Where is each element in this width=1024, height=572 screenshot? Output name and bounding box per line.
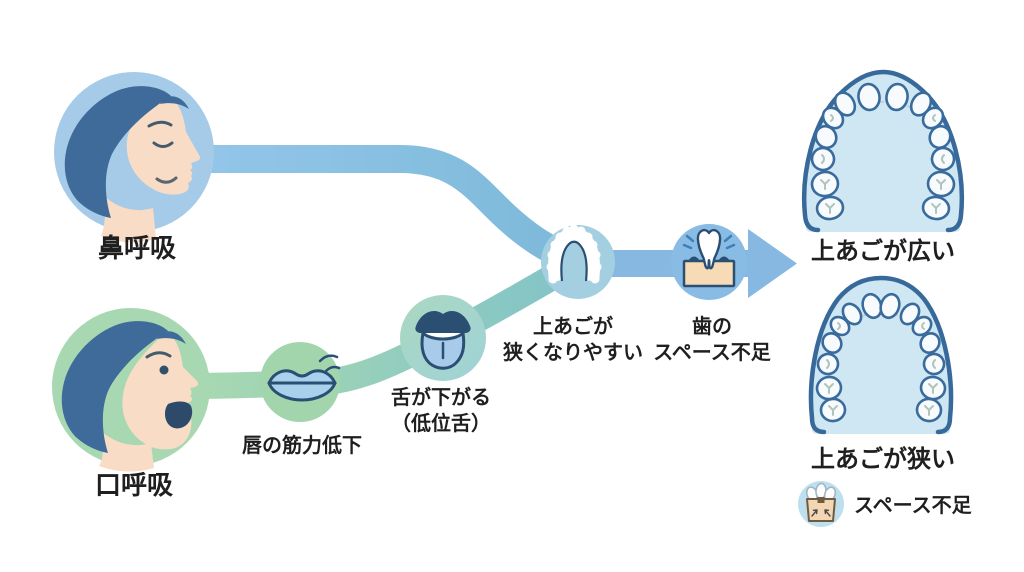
lip-weakness-text: 唇の筋力低下 bbox=[242, 435, 362, 457]
molar-grooves bbox=[824, 322, 938, 416]
gum-bump-left bbox=[688, 256, 700, 261]
hair bbox=[61, 321, 168, 453]
legend-space-shortage-text: スペース不足 bbox=[854, 495, 972, 517]
hair-fringe bbox=[160, 96, 189, 109]
low-tongue-line1: 舌が下がる bbox=[391, 387, 491, 409]
lips-icon bbox=[267, 354, 341, 402]
tooth-space-line1: 歯の bbox=[691, 316, 732, 338]
label-wide-jaw: 上あごが広い bbox=[811, 236, 955, 267]
arch-outline bbox=[808, 275, 954, 435]
mouth-breathing-text: 口呼吸 bbox=[94, 470, 174, 500]
flow-path-mouth bbox=[189, 250, 585, 399]
motion-mark-1 bbox=[318, 354, 339, 363]
tooth bbox=[696, 229, 722, 270]
legend-arrows bbox=[811, 509, 831, 517]
motion-mark-2 bbox=[324, 365, 341, 373]
open-mouth bbox=[164, 401, 193, 429]
teeth bbox=[815, 292, 947, 423]
flow-path-nose bbox=[200, 145, 584, 275]
neck bbox=[99, 432, 154, 472]
arch-band bbox=[548, 227, 600, 282]
nose-breathing-face-icon bbox=[54, 72, 214, 243]
label-narrow-tendency: 上あごが 狭くなりやすい bbox=[503, 314, 643, 366]
tooth-space-icon bbox=[682, 229, 736, 288]
closed-eye bbox=[152, 141, 174, 148]
label-low-tongue: 舌が下がる （低位舌） bbox=[391, 385, 491, 437]
narrow-tendency-line2: 狭くなりやすい bbox=[503, 342, 643, 364]
narrow-arch-icon bbox=[546, 224, 602, 284]
legend-box bbox=[806, 498, 836, 522]
round-eye bbox=[159, 365, 169, 375]
lower-lip bbox=[267, 381, 337, 402]
neck bbox=[101, 196, 156, 243]
label-narrow-jaw: 上あごが狭い bbox=[811, 444, 955, 475]
hair-fringe bbox=[157, 331, 186, 344]
label-lip-weakness: 唇の筋力低下 bbox=[242, 433, 362, 459]
upper-lip bbox=[267, 369, 337, 385]
gum-bump-right bbox=[718, 256, 730, 261]
narrow-tendency-line1: 上あごが bbox=[533, 316, 613, 338]
arch-inner-outline bbox=[560, 240, 588, 282]
narrow-jaw-arch-icon bbox=[808, 275, 954, 435]
low-tongue-line2: （低位舌） bbox=[391, 413, 491, 435]
tongue-icon bbox=[415, 311, 471, 370]
legend-crowding-icon bbox=[798, 481, 844, 527]
tooth-space-line2: スペース不足 bbox=[653, 342, 771, 364]
nose-breathing-text: 鼻呼吸 bbox=[97, 233, 177, 263]
upper-lip bbox=[415, 311, 471, 333]
label-nose-breathing: 鼻呼吸 bbox=[98, 232, 176, 266]
wide-jaw-arch-icon bbox=[802, 69, 964, 233]
mouth-breathing-face-icon bbox=[52, 308, 210, 472]
legend-box-slot bbox=[817, 497, 825, 503]
wide-jaw-text: 上あごが広い bbox=[811, 238, 955, 265]
smile bbox=[155, 176, 178, 184]
eyebrow bbox=[147, 120, 173, 128]
label-mouth-breathing: 口呼吸 bbox=[95, 469, 173, 503]
hair bbox=[64, 86, 171, 219]
narrow-jaw-text: 上あごが狭い bbox=[811, 446, 955, 473]
label-tooth-space: 歯の スペース不足 bbox=[653, 314, 771, 366]
raised-eyebrow bbox=[145, 351, 172, 359]
molar-grooves bbox=[820, 114, 946, 214]
stress-marks bbox=[682, 234, 736, 250]
label-legend-space-shortage: スペース不足 bbox=[854, 494, 972, 518]
arch-outline bbox=[802, 69, 964, 233]
